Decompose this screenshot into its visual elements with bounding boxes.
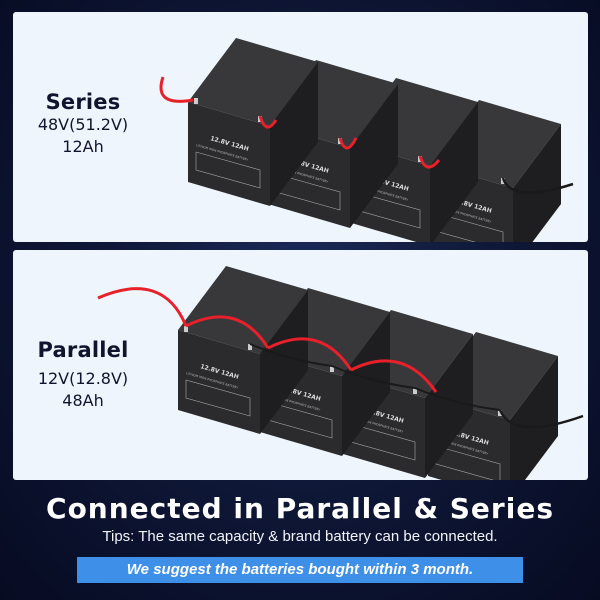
tips-text: Tips: The same capacity & brand battery … [102,528,498,545]
terminal-positive [194,98,198,104]
parallel-title: Parallel [37,338,129,362]
terminal-negative [498,410,502,416]
parallel-negative-jumper [414,387,501,411]
parallel-label-group: Parallel 12V(12.8V) 48Ah [13,338,153,412]
battery-top [178,266,308,354]
battery-side [342,312,390,456]
battery-spec-table [195,151,261,189]
battery-spec-table [185,379,251,417]
positive-lead-wire [159,76,194,103]
parallel-negative-jumper [331,365,416,389]
parallel-negative-jumper [249,343,333,367]
battery-front [178,330,260,434]
series-jumper-wire [418,155,441,169]
series-label-group: Series 48V(51.2V) 12Ah [13,90,153,158]
series-title: Series [45,90,121,114]
parallel-positive-jumper [185,315,270,349]
negative-lead-wire [498,409,584,429]
battery-side [430,102,478,242]
parallel-positive-jumper [350,359,438,393]
series-jumper-wire [258,115,278,129]
positive-lead-wire [97,287,188,327]
battery-side [260,290,308,434]
terminal-negative [413,388,417,394]
series-capacity: 12Ah [62,137,104,156]
terminal-negative [330,366,334,372]
battery-side [425,334,473,478]
battery-front [188,102,270,206]
series-jumper-wire [338,137,358,150]
parallel-voltage: 12V(12.8V) [37,369,129,388]
parallel-capacity: 48Ah [62,391,104,410]
battery-side [270,62,318,206]
series-voltage: 48V(51.2V) [37,115,129,134]
negative-lead-wire [501,177,574,194]
battery-top [188,38,318,126]
terminal-negative [248,344,252,350]
headline: Connected in Parallel & Series [46,492,554,525]
suggestion-banner: We suggest the batteries bought within 3… [77,557,523,583]
terminal-positive [184,326,188,332]
battery-side [513,124,561,242]
battery-side [510,356,558,480]
battery-side [350,84,398,228]
parallel-positive-jumper [267,337,353,371]
